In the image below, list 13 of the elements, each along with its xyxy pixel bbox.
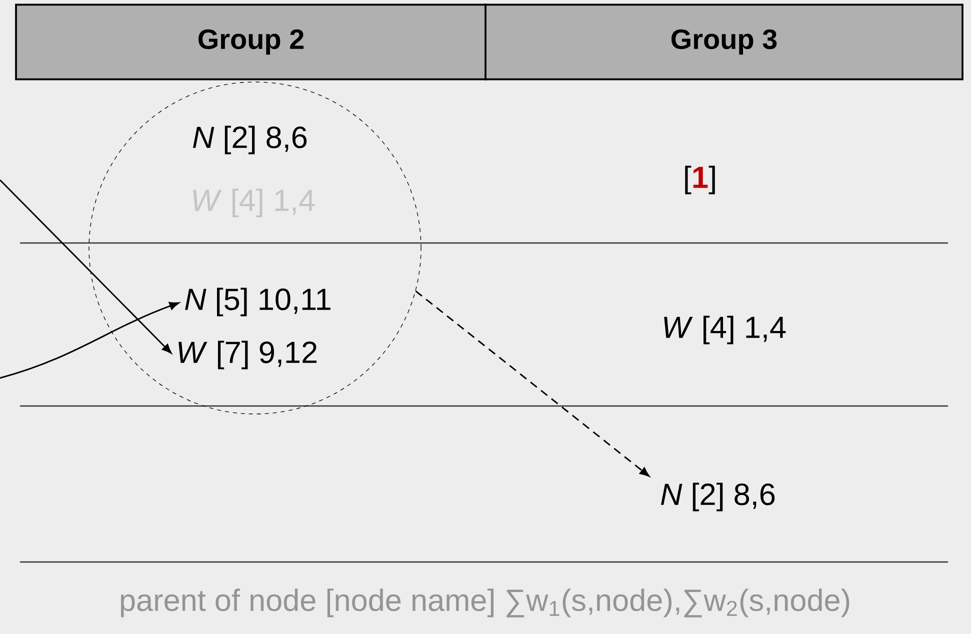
legend-note: parent of node [node name] ∑w$_{1}$(s,node),∑w$_{2}$(s,node) xyxy=(120,588,850,618)
column-header: Group 2 xyxy=(15,4,487,80)
node-entry: N [2] 8,6 xyxy=(192,126,307,154)
node-entry: W [7] 9,12 xyxy=(178,340,317,370)
arrow xyxy=(0,302,180,379)
node-entry: N [5] 10,11 xyxy=(185,288,330,316)
dashed-circle xyxy=(88,82,422,414)
node-entry: W [4] 1,4 xyxy=(664,316,786,344)
arrow xyxy=(0,179,172,354)
node-entry: N [2] 8,6 xyxy=(660,482,775,512)
column-header: Group 3 xyxy=(484,4,964,80)
arrow xyxy=(415,290,650,477)
node-entry: [1] xyxy=(685,166,715,194)
